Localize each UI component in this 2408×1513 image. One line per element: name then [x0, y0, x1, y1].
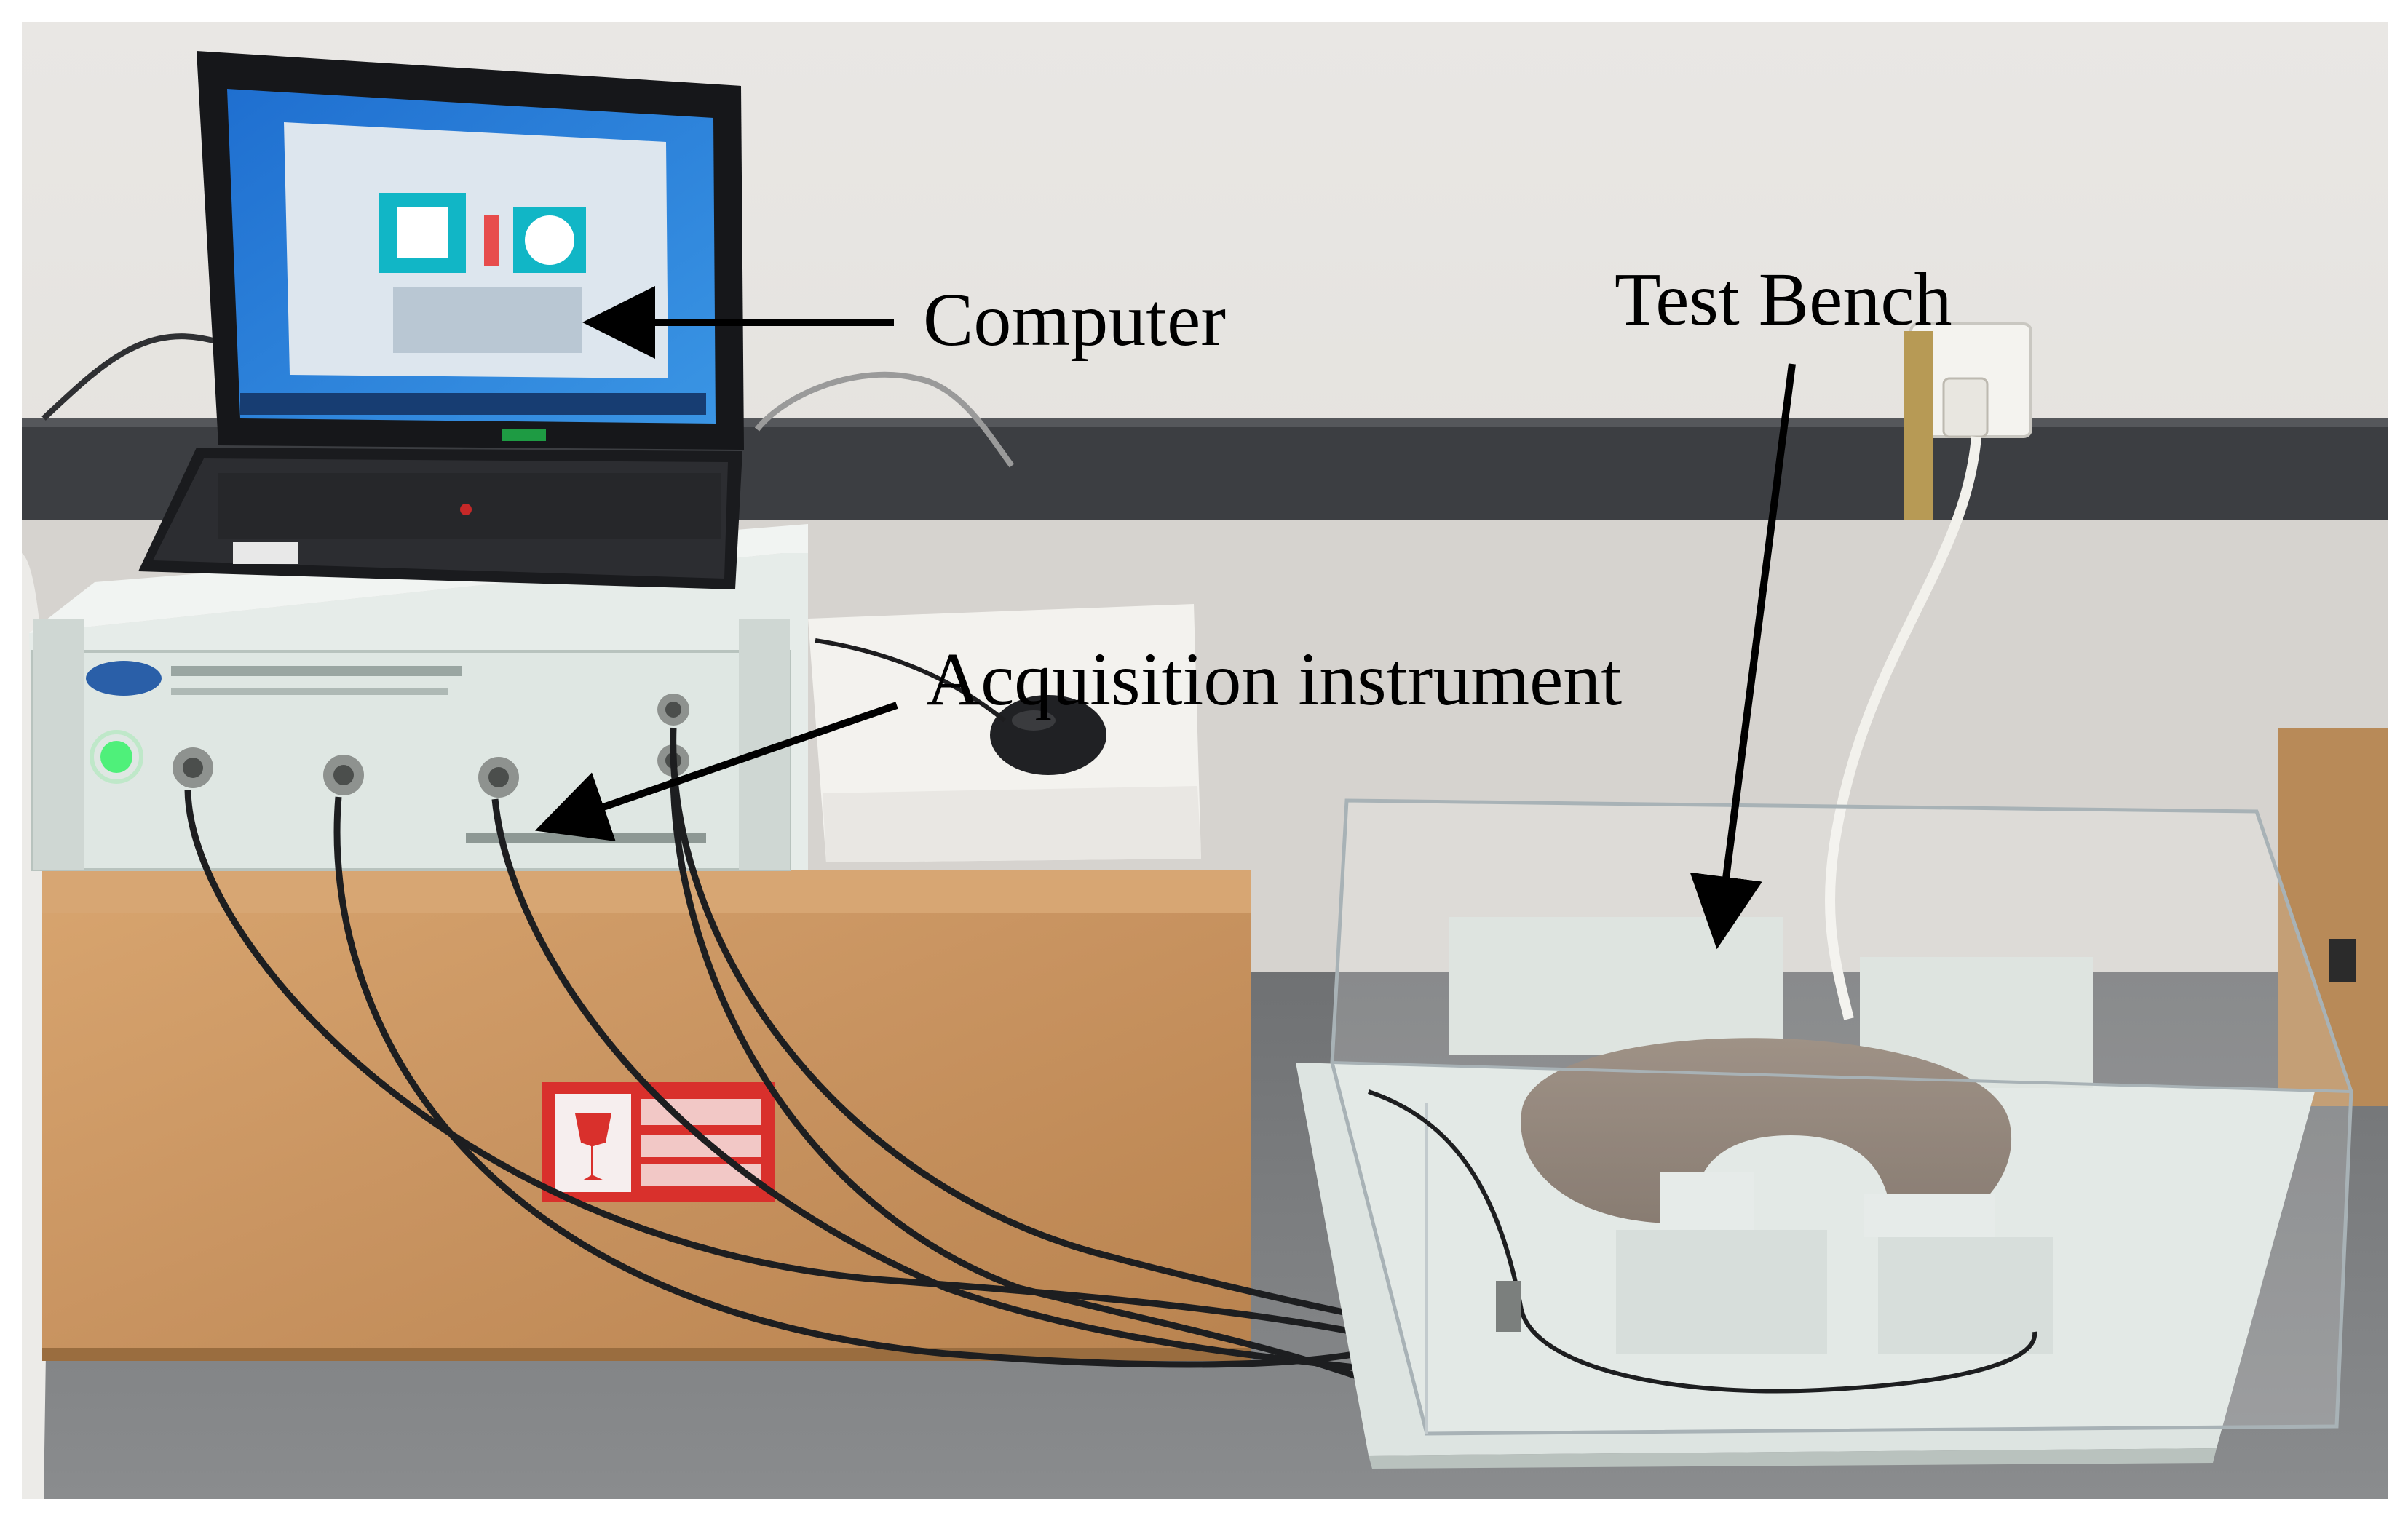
wall-socket: [1904, 322, 2032, 520]
test-bench-arrow: [1690, 363, 1796, 950]
mouse: [990, 695, 1106, 775]
annotation-arrows: [534, 286, 1796, 950]
test-bench-label: Test Bench: [1615, 258, 1952, 341]
test-bench: [1296, 798, 2353, 1469]
instrument-cables: [184, 727, 1369, 1383]
acquisition-instrument-label: Acquisition instrument: [926, 638, 1623, 721]
computer-label: Computer: [923, 278, 1226, 362]
acquisition-arrow: [534, 702, 898, 841]
wooden-box: [42, 870, 1251, 1361]
